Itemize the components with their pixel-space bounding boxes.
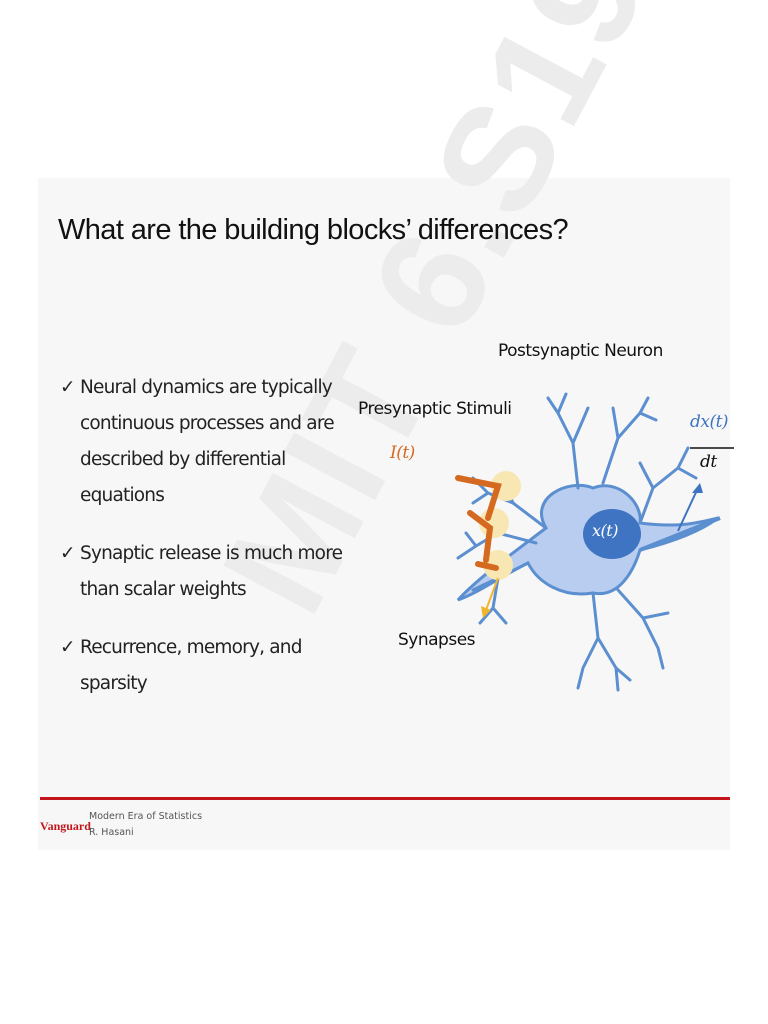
- check-icon: ✓: [60, 377, 76, 398]
- axon: [639, 516, 721, 552]
- synapses-label: Synapses: [398, 630, 476, 650]
- footer-course: Modern Era of Statistics: [89, 811, 203, 822]
- bullet-item: ✓ Neural dynamics are typically continuo…: [60, 370, 350, 514]
- footer-rule: [40, 797, 730, 800]
- slide: MIT 6.S191 What are the building blocks’…: [38, 0, 734, 850]
- bullet-item: ✓ Recurrence, memory, and sparsity: [60, 630, 350, 702]
- postsynaptic-label: Postsynaptic Neuron: [498, 341, 663, 361]
- check-icon: ✓: [60, 543, 76, 564]
- synapse-arrow: [485, 577, 499, 611]
- slide-title: What are the building blocks’ difference…: [58, 214, 569, 246]
- synapse-glow: [483, 550, 513, 580]
- presynaptic-terminals: [455, 475, 502, 571]
- derivative-denominator: dt: [700, 452, 717, 472]
- bullet-item: ✓ Synaptic release is much more than sca…: [60, 536, 350, 608]
- neuron-diagram: Postsynaptic Neuron Presynaptic Stimuli …: [358, 328, 738, 728]
- synapse-arrowhead: [481, 606, 491, 618]
- derivative-arrow: [677, 487, 699, 532]
- presynaptic-label: Presynaptic Stimuli: [358, 399, 512, 419]
- neuron-nucleus: [583, 509, 641, 559]
- bullet-text: Neural dynamics are typically continuous…: [80, 377, 335, 506]
- derivative-numerator: dx(t): [690, 412, 729, 432]
- bullet-text: Recurrence, memory, and sparsity: [80, 637, 302, 694]
- dendrites: [456, 392, 698, 692]
- input-symbol: I(t): [390, 443, 415, 463]
- bullet-text: Synaptic release is much more than scala…: [80, 543, 343, 600]
- footer-author: R. Hasani: [89, 827, 134, 838]
- bullet-list: ✓ Neural dynamics are typically continuo…: [60, 370, 350, 724]
- state-symbol: x(t): [592, 521, 618, 540]
- derivative-arrowhead: [692, 483, 703, 493]
- vanguard-logo: Vanguard: [40, 819, 91, 833]
- neuron-illustration: [455, 392, 734, 692]
- check-icon: ✓: [60, 637, 76, 658]
